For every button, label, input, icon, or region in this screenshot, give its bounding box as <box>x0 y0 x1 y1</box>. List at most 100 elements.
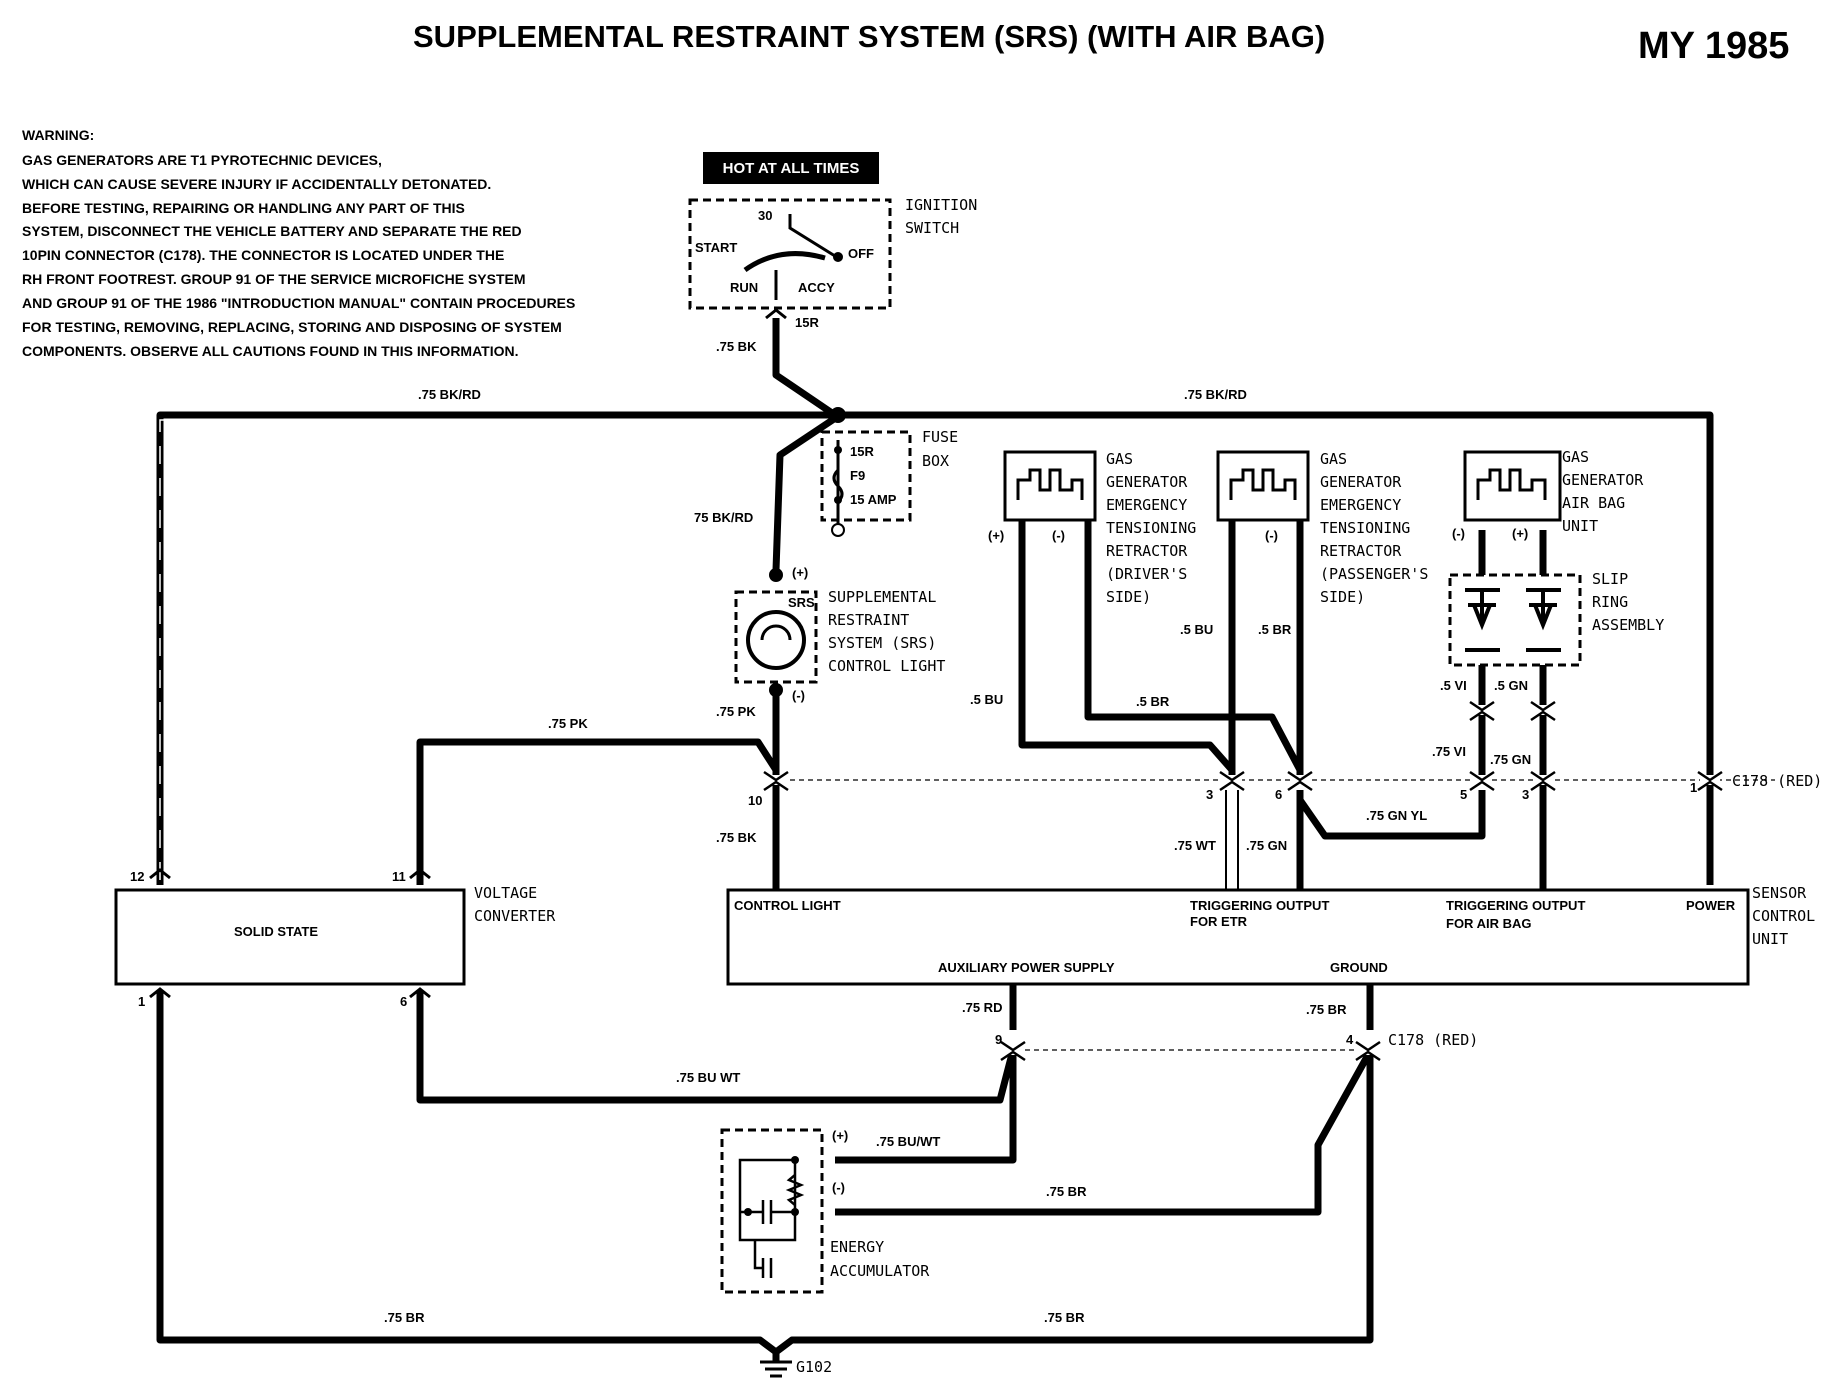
label-line: (PASSENGER'S <box>1320 565 1428 583</box>
warning-line: COMPONENTS. OBSERVE ALL CAUTIONS FOUND I… <box>22 343 519 359</box>
voltage-converter-label: CONVERTER <box>474 907 556 925</box>
c178-pin-10: 10 <box>748 793 762 808</box>
wire-pk <box>416 738 779 885</box>
c178-pin-9: 9 <box>995 1032 1002 1047</box>
ignition-pos-start: START <box>695 240 737 255</box>
srs-control-light: SRS <box>734 590 818 684</box>
wire-label: .75 BR <box>1044 1310 1085 1325</box>
wire-label: .75 BR <box>1306 1002 1347 1017</box>
label-line: GENERATOR <box>1562 471 1644 489</box>
driver-minus: (-) <box>1052 528 1065 543</box>
model-year: MY 1985 <box>1638 25 1789 67</box>
wire-label: 75 BK/RD <box>694 510 753 525</box>
label-line: GAS <box>1562 448 1589 466</box>
fuse-box-label: FUSE <box>922 428 958 446</box>
ignition-pos-run: RUN <box>730 280 758 295</box>
wire-label: .75 PK <box>548 716 588 731</box>
accumulator-minus: (-) <box>832 1180 845 1195</box>
wire-buwt <box>416 990 1017 1104</box>
warning-line: RH FRONT FOOTREST. GROUP 91 OF THE SERVI… <box>22 271 526 287</box>
slip-ring-label: RING <box>1592 593 1628 611</box>
wire-label: .75 GN <box>1246 838 1287 853</box>
ignition-pos-accy: ACCY <box>798 280 835 295</box>
ignition-pos-off: OFF <box>848 246 874 261</box>
node-dot <box>791 1156 799 1164</box>
c178-top-label: C178 (RED) <box>1732 772 1822 790</box>
pin-12: 12 <box>130 869 144 884</box>
squib-icon <box>1016 468 1084 500</box>
scu-control-light: CONTROL LIGHT <box>734 898 841 913</box>
wire-acc-plus <box>835 1055 1017 1164</box>
warning-line: GAS GENERATORS ARE T1 PYROTECHNIC DEVICE… <box>22 152 382 168</box>
label-line: RETRACTOR <box>1320 542 1402 560</box>
node-dot <box>744 1208 752 1216</box>
label-line: GAS <box>1320 450 1347 468</box>
scu-label: UNIT <box>1752 930 1788 948</box>
hot-at-all-times-text: HOT AT ALL TIMES <box>723 160 860 177</box>
wire-label: .75 BK <box>716 830 757 845</box>
wire-label: .75 BR <box>384 1310 425 1325</box>
voltage-converter-box <box>114 888 466 986</box>
driver-plus: (+) <box>988 528 1004 543</box>
ignition-switch: 30 START OFF RUN ACCY <box>688 198 892 310</box>
warning-line: SYSTEM, DISCONNECT THE VEHICLE BATTERY A… <box>22 223 522 239</box>
label-line: GENERATOR <box>1106 473 1188 491</box>
c178-pin-5: 5 <box>1460 787 1467 802</box>
gas-generator-airbag-box <box>1463 450 1562 522</box>
scu-label: CONTROL <box>1752 907 1815 925</box>
ignition-label: IGNITION <box>905 196 977 214</box>
wire-airbag-top <box>1478 530 1547 575</box>
voltage-converter-label: VOLTAGE <box>474 884 537 902</box>
warning-block: WARNING: GAS GENERATORS ARE T1 PYROTECHN… <box>22 127 575 359</box>
label-line: TENSIONING <box>1320 519 1410 537</box>
gas-airbag-label: GAS GENERATOR AIR BAG UNIT <box>1562 448 1644 535</box>
fuse-box-label: BOX <box>922 452 949 470</box>
srs-light-label: RESTRAINT <box>828 611 909 629</box>
c178-bottom-label: C178 (RED) <box>1388 1031 1478 1049</box>
label-line: GENERATOR <box>1320 473 1402 491</box>
wire-label: .75 BU/WT <box>876 1134 940 1149</box>
srs-light-label: CONTROL LIGHT <box>828 657 945 675</box>
ignition-terminal: 15R <box>795 315 819 330</box>
ground-bars <box>760 1360 792 1378</box>
accumulator-plus: (+) <box>832 1128 848 1143</box>
fuse-element <box>832 468 844 504</box>
wire-label: .75 BK <box>716 339 757 354</box>
wire-label: .5 BR <box>1258 622 1292 637</box>
ignition-contact <box>833 252 843 262</box>
slip-ring-label: ASSEMBLY <box>1592 616 1664 634</box>
accumulator-label: ENERGY <box>830 1238 884 1256</box>
warning-line: BEFORE TESTING, REPAIRING OR HANDLING AN… <box>22 200 465 216</box>
srs-light-label: SYSTEM (SRS) <box>828 634 936 652</box>
srs-lamp-icon <box>746 610 806 670</box>
wire-ign-bk <box>772 318 837 418</box>
wire-wt <box>1225 790 1239 890</box>
scu-power: POWER <box>1686 898 1736 913</box>
ignition-pos-30: 30 <box>758 208 772 223</box>
wire-gnyl <box>1297 790 1486 840</box>
scu-ground: GROUND <box>1330 960 1388 975</box>
c178-pin-3b: 3 <box>1522 787 1529 802</box>
wire-label: .5 BR <box>1136 694 1170 709</box>
label-line: (DRIVER'S <box>1106 565 1187 583</box>
pin-6: 6 <box>400 994 407 1009</box>
fuse-dot <box>834 446 842 454</box>
label-line: SIDE) <box>1320 588 1365 606</box>
ignition-arc <box>743 251 826 273</box>
ignition-blade <box>788 214 836 258</box>
warning-line: 10PIN CONNECTOR (C178). THE CONNECTOR IS… <box>22 247 504 263</box>
airbag-minus: (-) <box>1452 526 1465 541</box>
wire-label: .75 BK/RD <box>418 387 481 402</box>
gas-pass-label: GAS GENERATOR EMERGENCY TENSIONING RETRA… <box>1320 450 1428 606</box>
fuse-number: F9 <box>850 468 865 483</box>
pin-11: 11 <box>392 869 406 884</box>
label-line: UNIT <box>1562 517 1598 535</box>
warning-line: FOR TESTING, REMOVING, REPLACING, STORIN… <box>22 319 562 335</box>
wire-label: .75 VI <box>1432 744 1466 759</box>
sensor-control-unit-box <box>726 888 1750 986</box>
fuse-rating: 15 AMP <box>850 492 897 507</box>
splice-dot <box>769 683 783 697</box>
splice-dot <box>769 568 783 582</box>
warning-line: AND GROUP 91 OF THE 1986 "INTRODUCTION M… <box>22 295 575 311</box>
